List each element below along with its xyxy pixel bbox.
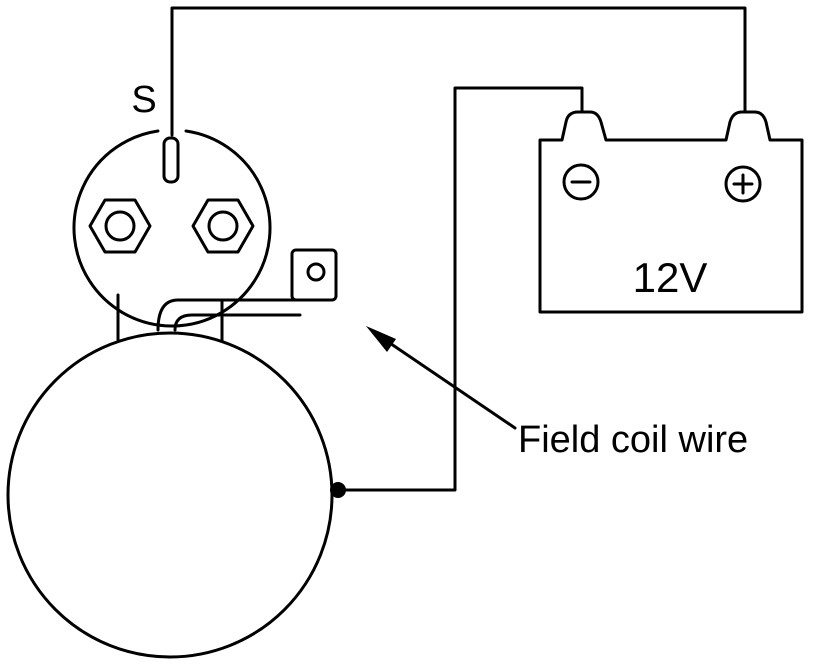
- battery-body: [538, 110, 804, 314]
- battery-voltage-label: 12V: [633, 254, 708, 301]
- left-hex-nut: [88, 198, 152, 254]
- s-terminal-spade: [162, 136, 180, 184]
- field-terminal-plate: [290, 248, 338, 302]
- field-coil-arrowhead: [366, 326, 396, 352]
- s-terminal-to-positive-wire: [170, 6, 747, 137]
- field-coil-connection-dot: [330, 482, 346, 498]
- solenoid-neck: [116, 293, 224, 342]
- right-hex-nut: [191, 198, 255, 254]
- negative-terminal-symbol: [562, 163, 600, 201]
- field-coil-pointer-line: [376, 333, 517, 430]
- positive-terminal-symbol: [724, 165, 762, 203]
- motor-body: [6, 331, 334, 659]
- field-coil-wire-label: Field coil wire: [518, 419, 748, 461]
- s-terminal-label: S: [131, 79, 156, 121]
- field-coil-to-negative-wire: [338, 86, 584, 492]
- field-coil-strap: [156, 298, 302, 332]
- solenoid-body: [72, 129, 272, 328]
